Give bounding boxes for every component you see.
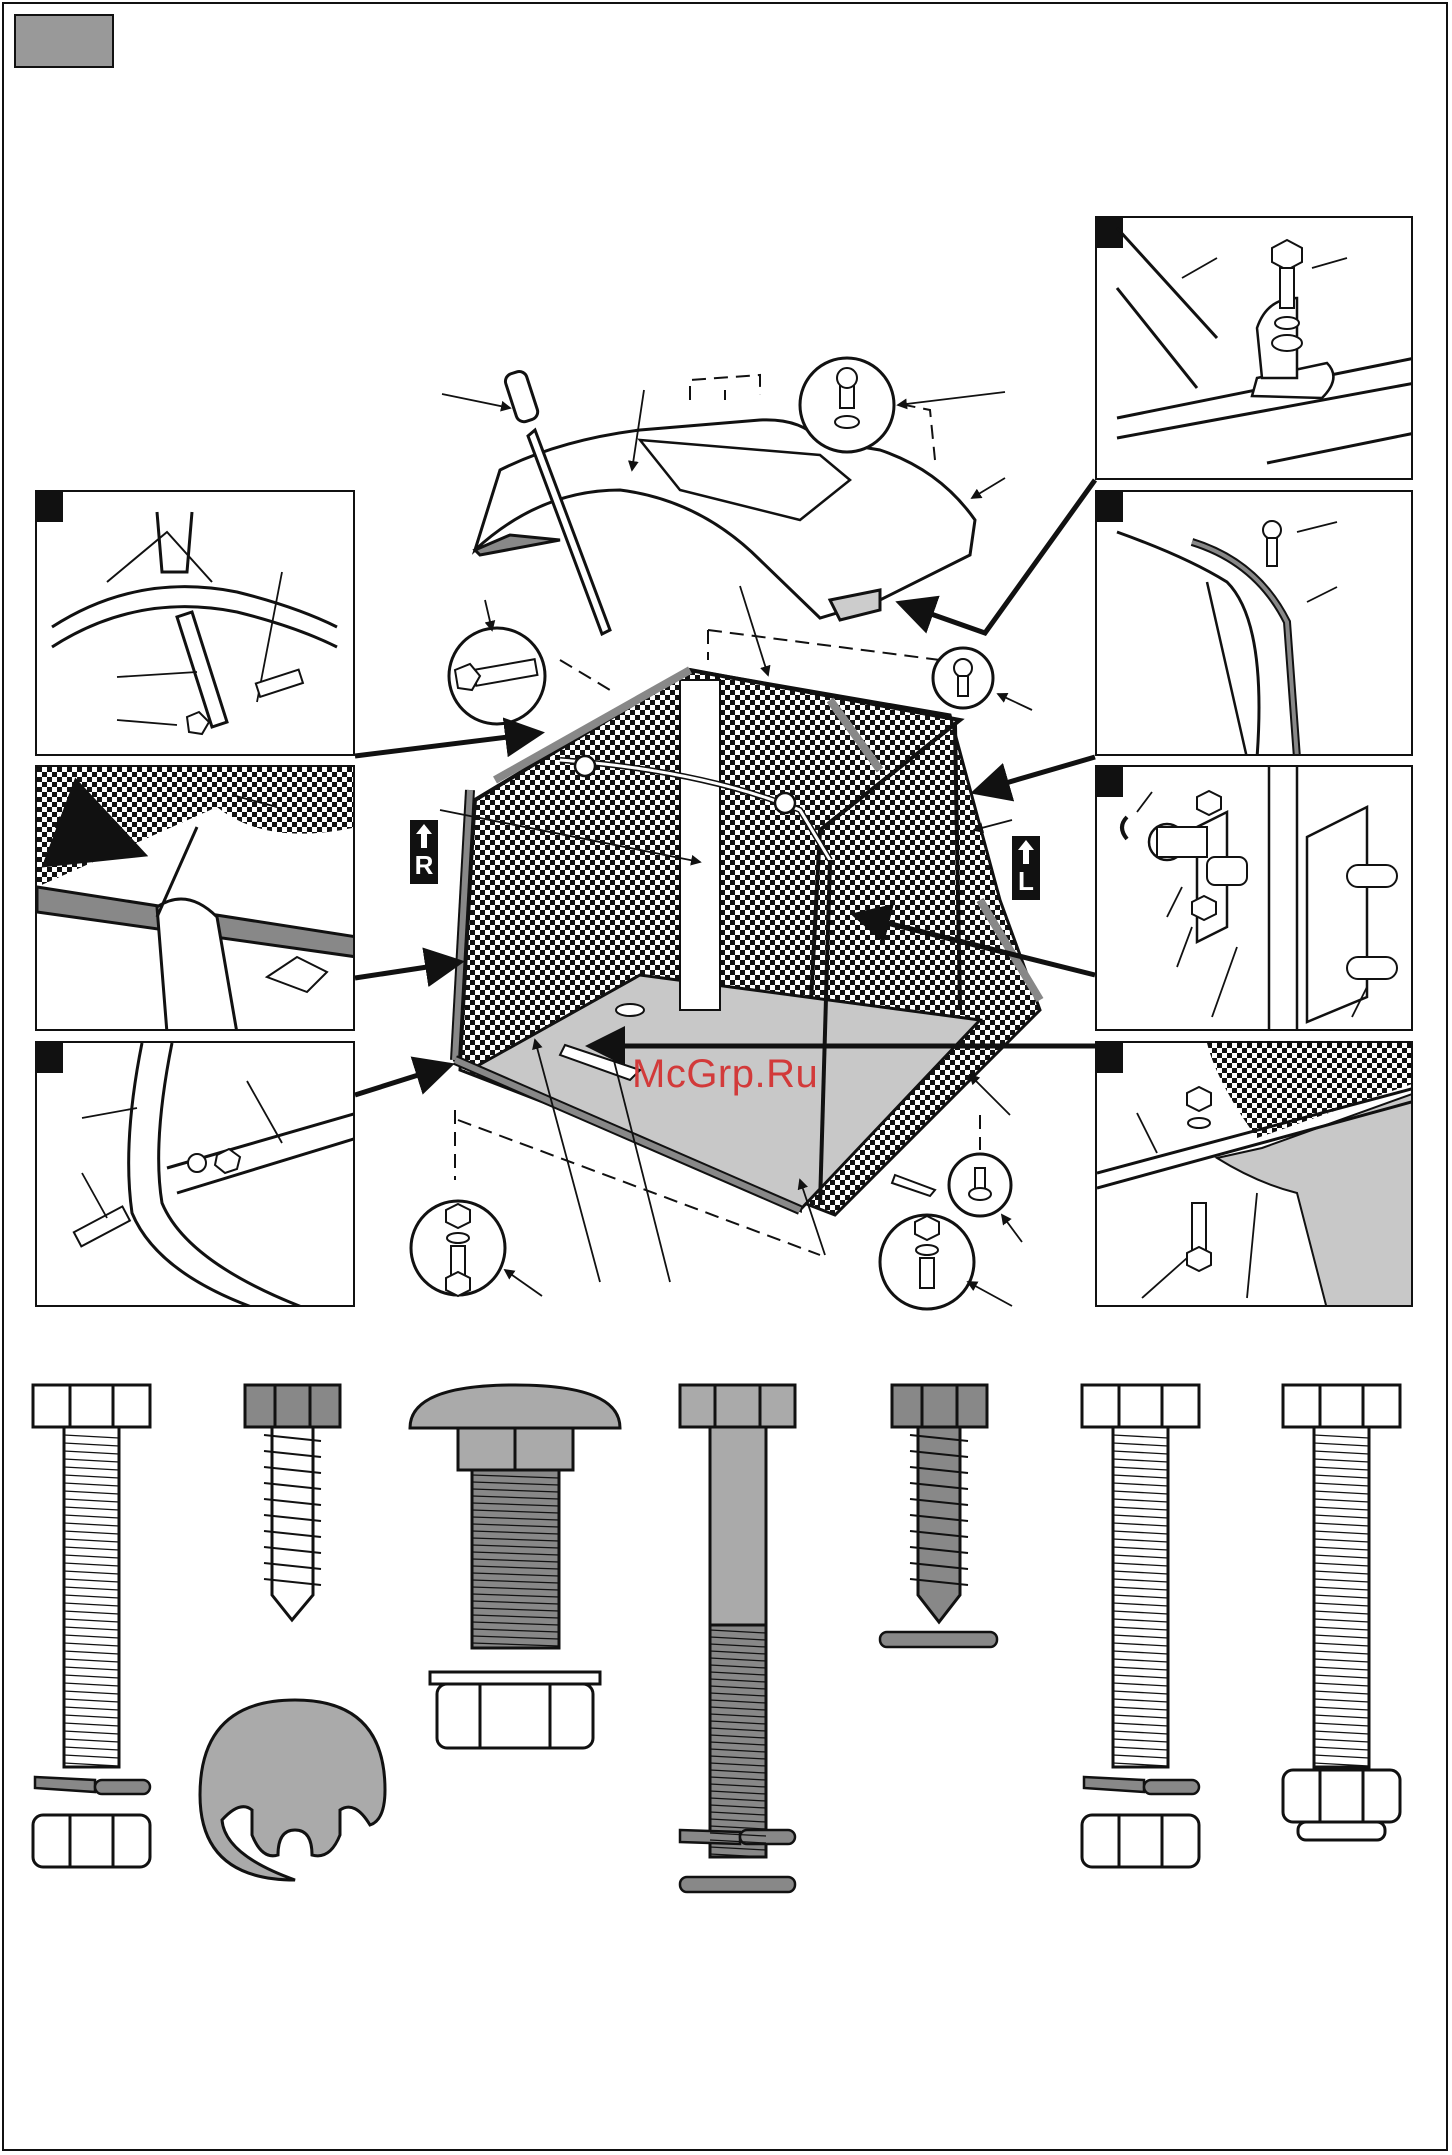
detail-panel-left-1 [35,490,355,756]
detail-panel-left-2 [35,765,355,1031]
left-bolt-callout [449,628,545,724]
floor-bolt-icon [1097,1043,1413,1307]
mesh-clip-icon [37,767,355,1031]
detail-panel-right-3 [1095,765,1413,1031]
bottom-right-bolt-callout [880,1215,974,1309]
frame-screw-icon [1097,492,1413,756]
hex-bolt-long [33,1385,150,1767]
bracket-assembly-icon [1097,767,1413,1031]
left-side-tag: L [1012,836,1040,900]
detail-panel-right-4 [1095,1041,1413,1307]
watermark: McGrp.Ru [632,1052,818,1097]
right-side-tag: R [410,820,438,884]
hex-bolt-medium [1082,1385,1199,1767]
grass-bag [455,670,1040,1215]
lid-hinge-icon [1097,218,1413,480]
carriage-bolt [410,1385,620,1648]
handle-pivot-icon [37,492,355,756]
frame-bolt-icon [37,1043,355,1307]
lid-screw-callout [800,358,894,452]
hex-bolt-partial-thread [680,1385,795,1857]
bottom-left-bolt-callout [411,1201,505,1296]
detail-panel-left-3 [35,1041,355,1307]
detail-panel-right-2 [1095,490,1413,756]
fastener-kit-icon [0,1360,1452,1900]
hex-nut [33,1815,150,1867]
e-clip [200,1700,385,1880]
right-screw-callout [933,648,993,708]
bottom-right-screw-callout [892,1154,1011,1216]
flange-nut [430,1672,600,1748]
lag-screw-with-washer [880,1385,997,1647]
lid-cover [475,420,975,620]
detail-panel-right-1 [1095,216,1413,480]
